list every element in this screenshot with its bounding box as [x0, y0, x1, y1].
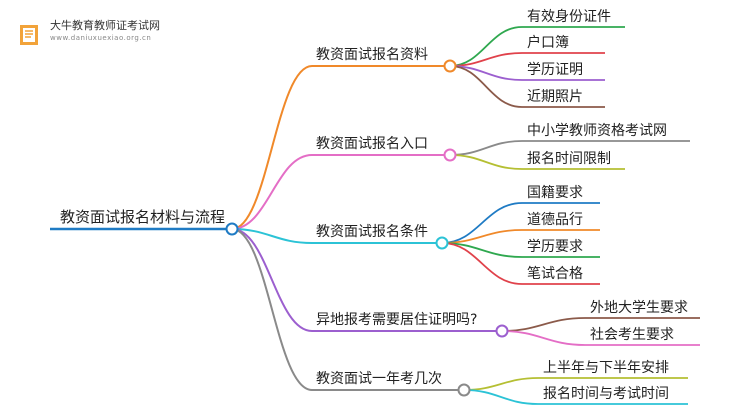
- leaf-label: 近期照片: [527, 89, 583, 105]
- logo-url: www.daniuxuexiao.org.cn: [50, 34, 152, 42]
- branch-leaf-connector: [441, 202, 523, 244]
- logo-name: 大牛教育教师证考试网: [50, 19, 160, 32]
- branch-leaf-connector: [463, 377, 539, 391]
- leaf-label: 社会考生要求: [590, 327, 674, 343]
- leaf-label: 中小学教师资格考试网: [527, 123, 667, 139]
- branch-leaf-connector: [449, 26, 523, 67]
- branch-leaf-connector: [449, 154, 523, 170]
- leaf-label: 学历要求: [527, 239, 583, 255]
- mind-map-edges: [50, 26, 700, 405]
- leaf-label: 有效身份证件: [527, 9, 611, 25]
- branch-leaf-connector: [449, 65, 523, 108]
- mind-map-labels: 教资面试报名材料与流程 教资面试报名资料 教资面试报名入口 教资面试报名条件 异…: [60, 9, 688, 402]
- branch-node-circle: [457, 383, 471, 397]
- branch-label: 教资面试一年考几次: [316, 371, 442, 387]
- root-branch-connector: [231, 228, 313, 391]
- leaf-label: 道德品行: [527, 212, 583, 228]
- branch-label: 教资面试报名入口: [316, 136, 428, 152]
- branch-leaf-connector: [501, 317, 586, 332]
- leaf-label: 报名时间与考试时间: [543, 386, 669, 402]
- root-branch-connector: [231, 228, 313, 332]
- leaf-label: 户口簿: [527, 34, 569, 51]
- mind-map-nodes: [225, 59, 509, 397]
- branch-node-circle: [443, 148, 457, 162]
- book-logo-icon: [20, 25, 38, 45]
- root-node-circle: [225, 222, 239, 236]
- leaf-label: 外地大学生要求: [590, 300, 688, 316]
- root-branch-connector: [231, 65, 313, 230]
- leaf-label: 国籍要求: [527, 184, 583, 201]
- branch-leaf-connector: [449, 140, 523, 156]
- branch-leaf-connector: [463, 389, 539, 405]
- leaf-label: 学历证明: [527, 62, 583, 78]
- branch-node-circle: [443, 59, 457, 73]
- branch-label: 教资面试报名资料: [316, 47, 428, 63]
- branch-node-circle: [495, 324, 509, 338]
- root-branch-connector: [231, 154, 313, 230]
- leaf-label: 上半年与下半年安排: [543, 360, 669, 376]
- branch-label: 教资面试报名条件: [316, 223, 428, 240]
- site-logo: 大牛教育教师证考试网 www.daniuxuexiao.org.cn: [10, 16, 180, 50]
- root-branch-connector: [231, 228, 313, 244]
- leaf-label: 笔试合格: [527, 266, 583, 282]
- leaf-label: 报名时间限制: [527, 151, 611, 167]
- branch-leaf-connector: [441, 242, 523, 285]
- branch-node-circle: [435, 236, 449, 250]
- branch-label: 异地报考需要居住证明吗?: [316, 312, 477, 328]
- root-label: 教资面试报名材料与流程: [60, 208, 225, 226]
- branch-leaf-connector: [501, 330, 586, 346]
